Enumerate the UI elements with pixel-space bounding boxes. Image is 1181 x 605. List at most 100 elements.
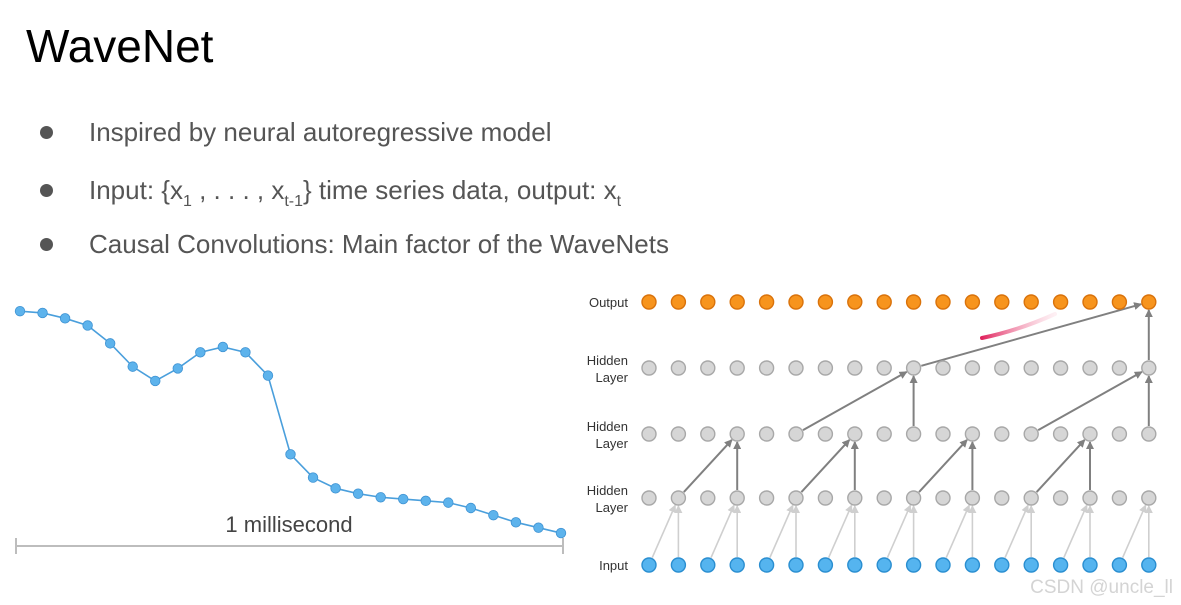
hidden2-node [1141, 426, 1157, 442]
data-point [82, 320, 93, 331]
bullet-dot-icon [40, 238, 53, 251]
bullet-dot-icon [40, 184, 53, 197]
data-point [330, 483, 341, 494]
watermark: CSDN @uncle_ll [1030, 577, 1173, 598]
data-point [240, 347, 251, 358]
hidden1-node [670, 490, 687, 506]
data-point [285, 449, 296, 460]
data-point [488, 509, 499, 521]
hidden2-node [847, 426, 863, 442]
hidden1-node [1082, 490, 1098, 506]
bullet-dot-icon [40, 126, 53, 139]
data-point [217, 341, 229, 353]
dilated-connection-arrow [802, 371, 908, 431]
hidden3-node [729, 360, 745, 376]
hidden3-node [1111, 360, 1128, 376]
output-node [758, 294, 775, 310]
hidden2-node [1023, 426, 1039, 442]
output-node [876, 294, 892, 310]
input-layer-label-line: Input [599, 558, 628, 573]
data-point [104, 338, 116, 349]
input-node [817, 557, 834, 573]
output-node [905, 294, 922, 310]
hidden3-node [876, 360, 892, 376]
hidden2-node [817, 426, 834, 442]
hidden2-node [1082, 426, 1098, 442]
hidden3-layer-label-line: Layer [595, 370, 628, 385]
output-node [1141, 294, 1157, 310]
input-layer-label: Input [599, 558, 628, 573]
bullet-text-part: Inspired by neural autoregressive model [89, 117, 552, 147]
input-node [994, 557, 1010, 573]
output-node [700, 294, 716, 310]
input-node [905, 557, 922, 573]
hidden3-node [758, 360, 775, 376]
output-node [1111, 294, 1128, 310]
hidden1-node [729, 490, 745, 506]
bullet-subscript: t-1 [284, 193, 304, 210]
hidden1-node [876, 490, 892, 506]
input-node [788, 557, 804, 573]
hidden1-node [641, 490, 657, 506]
hidden3-node [847, 360, 863, 376]
hidden3-node [935, 360, 951, 376]
input-connection-arrow [1063, 504, 1088, 558]
hidden3-node [994, 360, 1010, 376]
input-node [1111, 557, 1128, 573]
dilated-connection-arrow [1037, 371, 1143, 431]
hidden2-node [758, 426, 775, 442]
input-connection-arrow [710, 504, 735, 558]
hidden2-node [788, 426, 804, 442]
bullet-text-part: } time series data, output: x [303, 175, 617, 205]
input-node [847, 557, 863, 573]
hidden3-node [670, 360, 687, 376]
output-layer-label: Output [589, 295, 628, 310]
output-node [1082, 294, 1098, 310]
dilated-connection-arrow [800, 439, 851, 493]
hidden2-node [964, 426, 981, 442]
data-point [307, 472, 319, 483]
output-node [729, 294, 745, 310]
input-node [1023, 557, 1039, 573]
data-point [59, 313, 71, 324]
hidden3-node [1141, 360, 1157, 376]
hidden2-node [1052, 426, 1069, 442]
output-node [847, 294, 863, 310]
pen-stroke-mark [980, 312, 1057, 340]
output-node [641, 294, 657, 310]
input-connection-arrow [886, 504, 912, 558]
input-connection-arrow [1121, 504, 1147, 558]
hidden1-node [788, 490, 804, 506]
data-point [465, 502, 477, 514]
dilated-connection-arrow [918, 439, 968, 493]
hidden1-layer-label-line: Layer [595, 500, 628, 515]
hidden1-node [1023, 490, 1039, 506]
input-node [729, 557, 745, 573]
output-node [964, 294, 981, 310]
input-node [1082, 557, 1098, 573]
hidden3-node [905, 360, 922, 376]
data-point [420, 495, 431, 507]
input-node [1141, 557, 1157, 573]
data-point [262, 370, 274, 381]
hidden3-node [788, 360, 804, 376]
bullet-list: Inspired by neural autoregressive model … [0, 0, 1181, 270]
hidden2-node [670, 426, 687, 442]
data-point [195, 347, 206, 358]
hidden3-node [964, 360, 981, 376]
input-node [1052, 557, 1069, 573]
data-point [510, 517, 522, 528]
hidden2-layer-label-line: Layer [595, 436, 628, 451]
data-point [375, 492, 386, 503]
hidden1-node [964, 490, 981, 506]
input-connection-arrow [827, 504, 853, 558]
input-node [670, 557, 687, 573]
output-node [788, 294, 804, 310]
input-connection-arrow [769, 504, 794, 558]
hidden1-node [758, 490, 775, 506]
output-node [670, 294, 687, 310]
input-connection-arrow [945, 504, 971, 558]
hidden1-node [700, 490, 716, 506]
